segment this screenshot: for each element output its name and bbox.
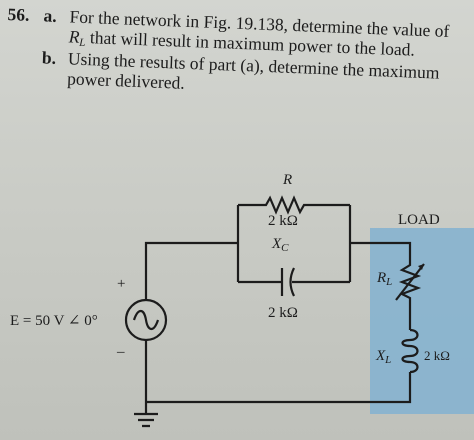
xc-label: XC xyxy=(272,236,289,254)
ground-symbol xyxy=(134,402,158,428)
minus-sign: – xyxy=(117,344,125,360)
xc-symbol: X xyxy=(272,236,282,252)
xl-label: XL xyxy=(376,348,391,366)
r-label: R xyxy=(283,172,293,188)
rl-label: RL xyxy=(377,270,392,288)
xl-subscript: L xyxy=(385,354,392,366)
source-label: E = 50 V ∠ 0° xyxy=(10,313,98,329)
load-box xyxy=(370,228,474,414)
rl-circuit-symbol: R xyxy=(377,270,387,286)
inductor-xl xyxy=(401,328,419,374)
wire-left-top xyxy=(144,241,238,300)
xc-subscript: C xyxy=(281,242,289,254)
wire-to-load xyxy=(350,241,412,260)
capacitor-plate-2 xyxy=(289,267,295,297)
ac-source xyxy=(124,298,168,342)
load-label: LOAD xyxy=(398,212,440,228)
variable-arrow xyxy=(395,263,425,301)
xl-value: 2 kΩ xyxy=(424,348,450,363)
rl-circuit-subscript: L xyxy=(386,276,393,288)
arrow-head-icon xyxy=(418,264,424,270)
plus-sign: + xyxy=(117,276,126,292)
xl-symbol: X xyxy=(376,348,386,364)
xc-value: 2 kΩ xyxy=(268,305,298,321)
resistor-r xyxy=(238,195,350,215)
resistor-rl xyxy=(398,260,422,330)
wire-bottom xyxy=(146,372,412,404)
r-value: 2 kΩ xyxy=(268,213,298,229)
sine-icon xyxy=(132,309,160,331)
